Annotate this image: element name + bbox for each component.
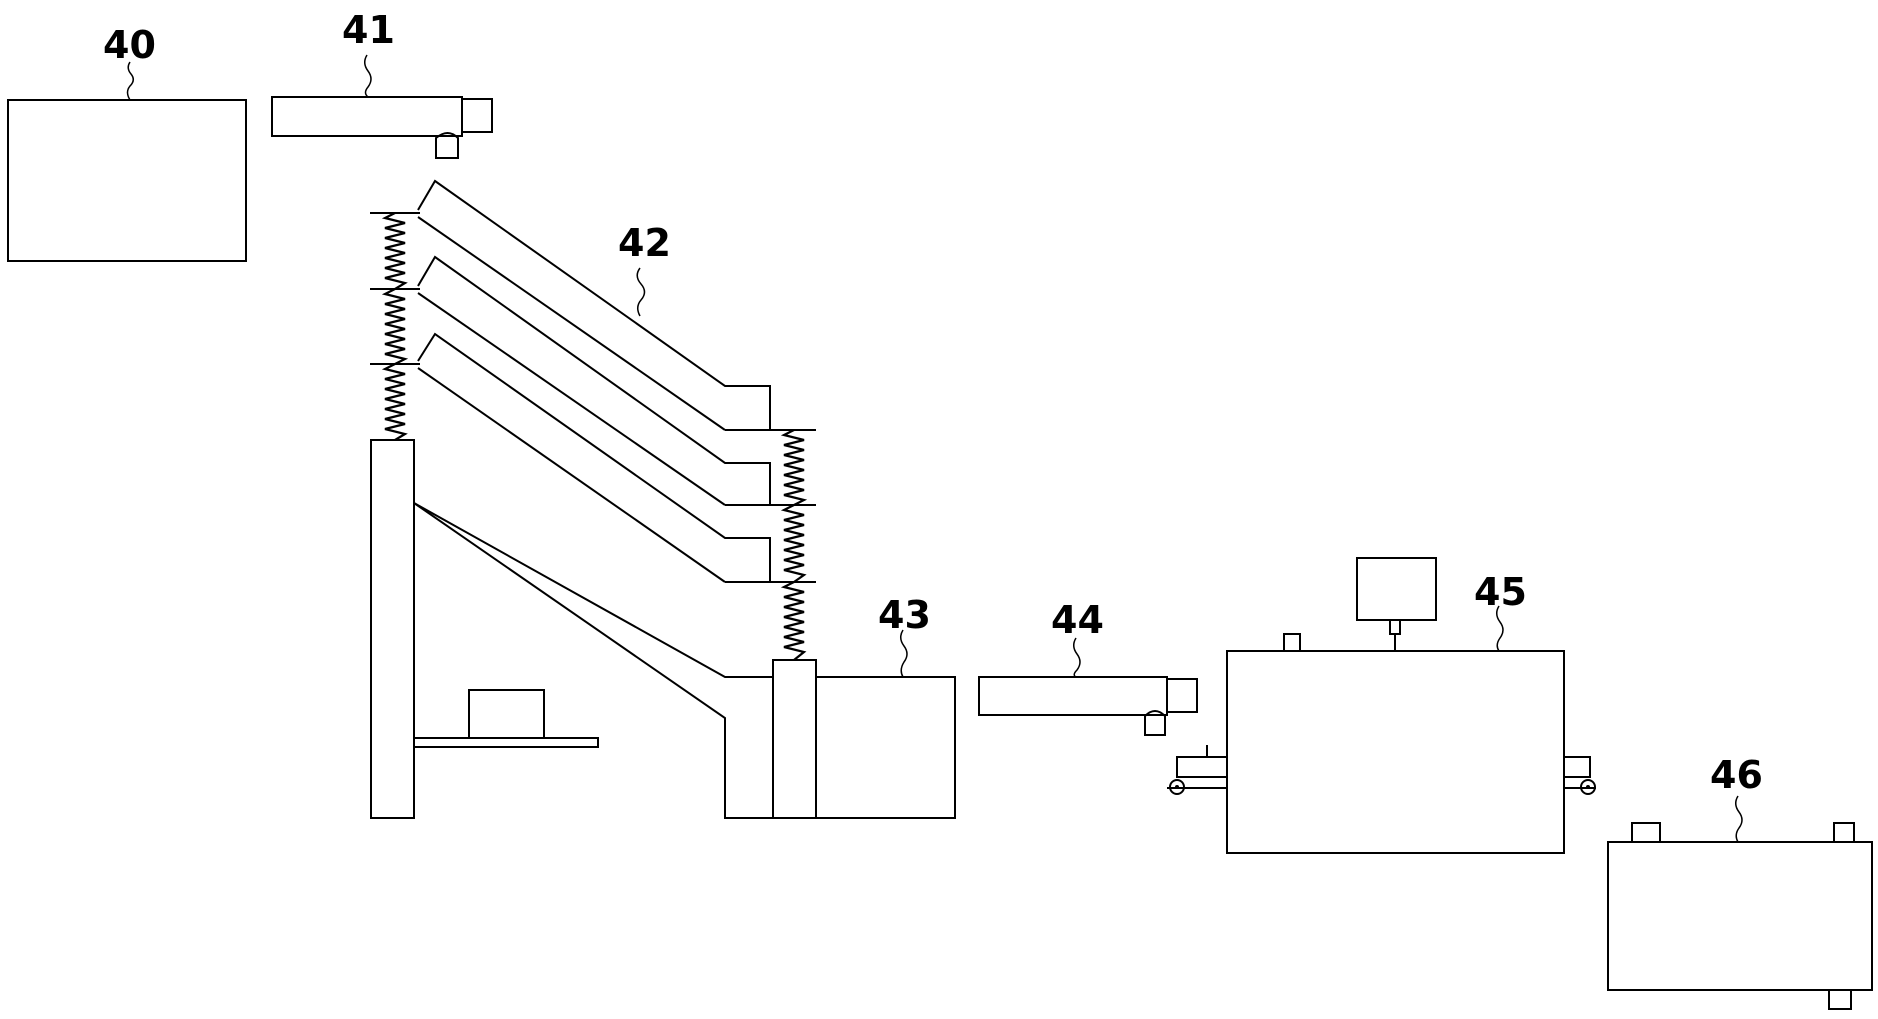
label-42: 42: [618, 221, 671, 265]
spring-right-upper: [780, 429, 808, 506]
label-46: 46: [1710, 753, 1763, 797]
spring-left-upper: [381, 212, 408, 290]
component-43-hopper: 43: [815, 593, 956, 819]
label-45: 45: [1474, 570, 1527, 614]
label-41: 41: [342, 8, 395, 52]
spring-right-middle: [780, 504, 807, 583]
component-42-vibrating-screen: 42: [370, 179, 817, 819]
label-44: 44: [1051, 598, 1104, 642]
label-40: 40: [103, 23, 156, 67]
component-40-bin: 40: [7, 23, 247, 262]
spring-right-lower: [780, 581, 807, 661]
component-44-conveyor: 44: [978, 598, 1198, 736]
component-46-output-box: 46: [1607, 753, 1873, 1010]
spring-left-lower: [381, 363, 408, 441]
component-41-feeder: 41: [271, 8, 493, 159]
spring-left-middle: [381, 288, 409, 365]
label-43: 43: [878, 593, 931, 637]
component-45-machine: 45: [1167, 557, 1596, 854]
